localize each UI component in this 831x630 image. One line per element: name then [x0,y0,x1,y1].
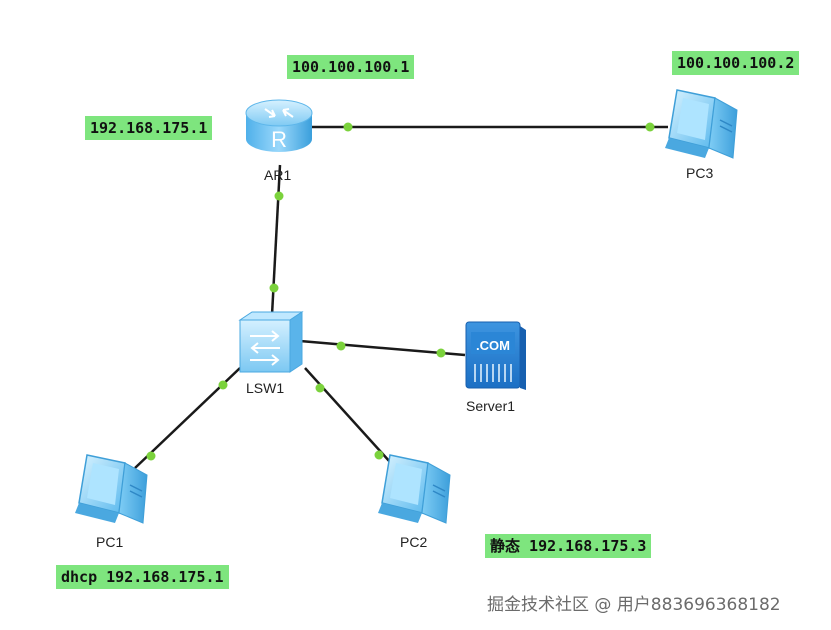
device-label-lsw1: LSW1 [246,380,285,396]
router-icon[interactable]: R [245,99,313,152]
ip-label-pc3: 100.100.100.2 [672,51,800,75]
pc-icon[interactable] [665,89,738,159]
port-dot [343,122,353,132]
port-dot [436,348,446,358]
device-label-pc2: PC2 [400,534,428,550]
pc-icon[interactable] [75,454,148,524]
link-lsw1-pc1[interactable] [134,367,241,469]
port-dot [274,191,284,201]
port-dot [645,122,655,132]
svg-text:.COM: .COM [476,338,510,353]
ip-label-pc2: 静态 192.168.175.3 [485,534,652,558]
port-dot [146,451,156,461]
ip-label-pc1: dhcp 192.168.175.1 [56,565,229,589]
port-dot [336,341,346,351]
link-ar1-lsw1[interactable] [269,164,284,316]
link-lsw1-server1[interactable] [299,339,466,358]
ip-mode-static: 静态 [490,537,521,555]
ip-value-pc1: 192.168.175.1 [106,568,224,586]
link-lsw1-pc2[interactable] [304,367,391,463]
ip-mode-dhcp: dhcp [61,568,98,586]
port-dot [218,380,228,390]
device-label-ar1: AR1 [264,167,292,183]
server-icon[interactable]: .COM [465,321,526,390]
ip-label-ar1-lan: 192.168.175.1 [85,116,213,140]
ip-label-ar1-wan: 100.100.100.1 [287,55,415,79]
switch-icon[interactable] [238,311,304,373]
pc-icon[interactable] [378,454,451,524]
port-dot [374,450,384,460]
device-label-pc1: PC1 [96,534,124,550]
port-dot [269,283,279,293]
link-ar1-pc3[interactable] [310,122,668,132]
device-label-server1: Server1 [466,398,516,414]
watermark: 掘金技术社区 @ 用户883696368182 [487,595,781,615]
ip-value-pc2: 192.168.175.3 [529,537,647,555]
device-label-pc3: PC3 [686,165,714,181]
svg-text:R: R [271,127,287,152]
port-dot [315,383,325,393]
